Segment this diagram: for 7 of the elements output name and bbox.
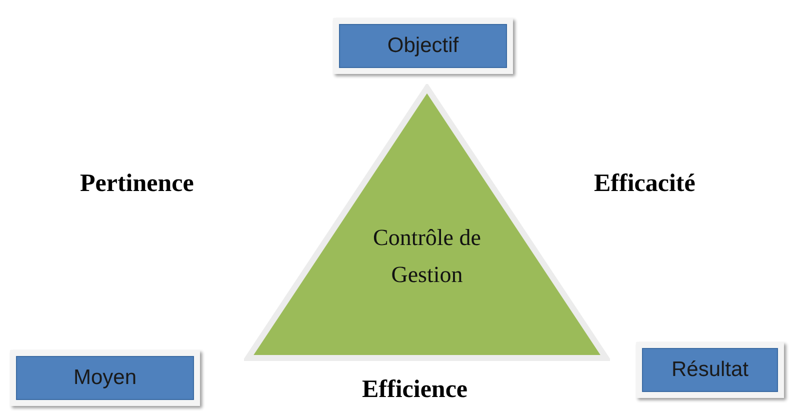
text-box: Résultat: [636, 342, 784, 398]
side-label: Efficience: [362, 376, 468, 404]
text-box: Moyen: [10, 350, 200, 406]
text-box: Objectif: [333, 18, 513, 74]
triangle-label: Contrôle de Gestion: [372, 224, 482, 289]
side-label: Efficacité: [594, 170, 696, 198]
side-label: Pertinence: [80, 170, 194, 198]
